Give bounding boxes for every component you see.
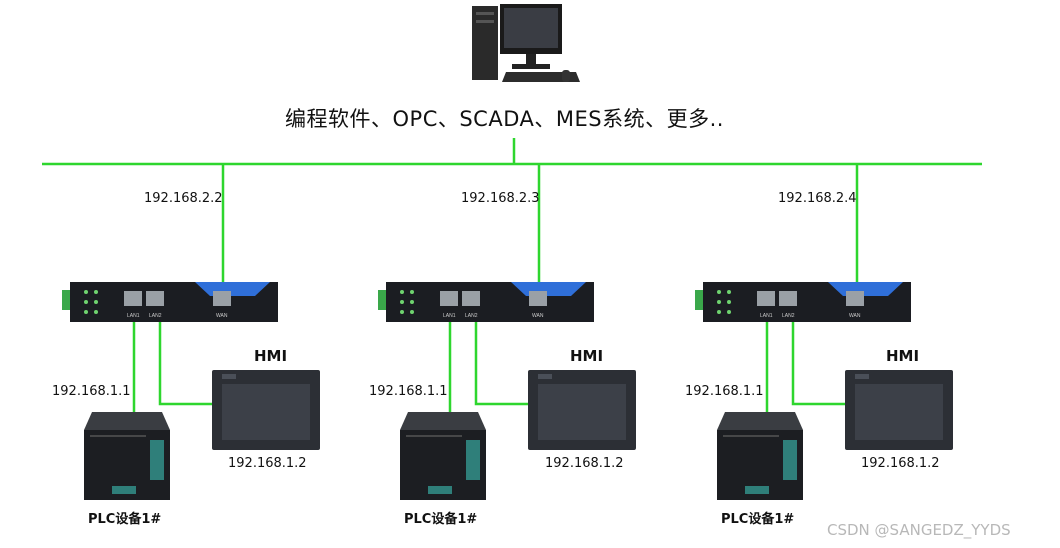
hmi-ip-label: 192.168.1.2 — [228, 456, 307, 471]
plc-device-label: PLC设备1# — [88, 512, 162, 527]
gateway-device-icon: LAN1 LAN2 WAN — [62, 282, 278, 322]
hmi-label: HMI — [254, 347, 288, 365]
hmi-ip-label: 192.168.1.2 — [861, 456, 940, 471]
hmi-screen-icon — [212, 370, 320, 450]
lan1-port-label: LAN1 — [443, 313, 456, 319]
gateway-unit-3: LAN1 LAN2 WAN — [695, 164, 953, 500]
lan1-port-label: LAN1 — [127, 313, 140, 319]
hmi-label: HMI — [570, 347, 604, 365]
uplink-ip-label: 192.168.2.3 — [461, 191, 540, 206]
watermark: CSDN @SANGEDZ_YYDS — [827, 521, 1011, 539]
gateway-device-icon: LAN1 LAN2 WAN — [695, 282, 911, 322]
wan-port-label: WAN — [532, 313, 544, 319]
hmi-screen-icon — [845, 370, 953, 450]
plc-ip-label: 192.168.1.1 — [52, 384, 131, 399]
lan2-port-label: LAN2 — [465, 313, 478, 319]
gateway-device-icon: LAN1 LAN2 WAN — [378, 282, 594, 322]
plc-device-label: PLC设备1# — [404, 512, 478, 527]
uplink-ip-label: 192.168.2.4 — [778, 191, 857, 206]
plc-ip-label: 192.168.1.1 — [369, 384, 448, 399]
systems-label: 编程软件、OPC、SCADA、MES系统、更多.. — [285, 107, 724, 131]
hmi-screen-icon — [528, 370, 636, 450]
plc-device-icon — [84, 412, 170, 500]
plc-device-label: PLC设备1# — [721, 512, 795, 527]
lan1-port-label: LAN1 — [760, 313, 773, 319]
plc-device-icon — [717, 412, 803, 500]
uplink-ip-label: 192.168.2.2 — [144, 191, 223, 206]
hmi-label: HMI — [886, 347, 920, 365]
hmi-ip-label: 192.168.1.2 — [545, 456, 624, 471]
computer-icon — [472, 4, 580, 82]
wan-port-label: WAN — [849, 313, 861, 319]
lan2-port-label: LAN2 — [782, 313, 795, 319]
plc-ip-label: 192.168.1.1 — [685, 384, 764, 399]
gateway-unit-1: LAN1 LAN2 WAN — [62, 164, 320, 500]
gateway-unit-2: LAN1 LAN2 WAN — [378, 164, 636, 500]
lan2-port-label: LAN2 — [149, 313, 162, 319]
wan-port-label: WAN — [216, 313, 228, 319]
plc-device-icon — [400, 412, 486, 500]
